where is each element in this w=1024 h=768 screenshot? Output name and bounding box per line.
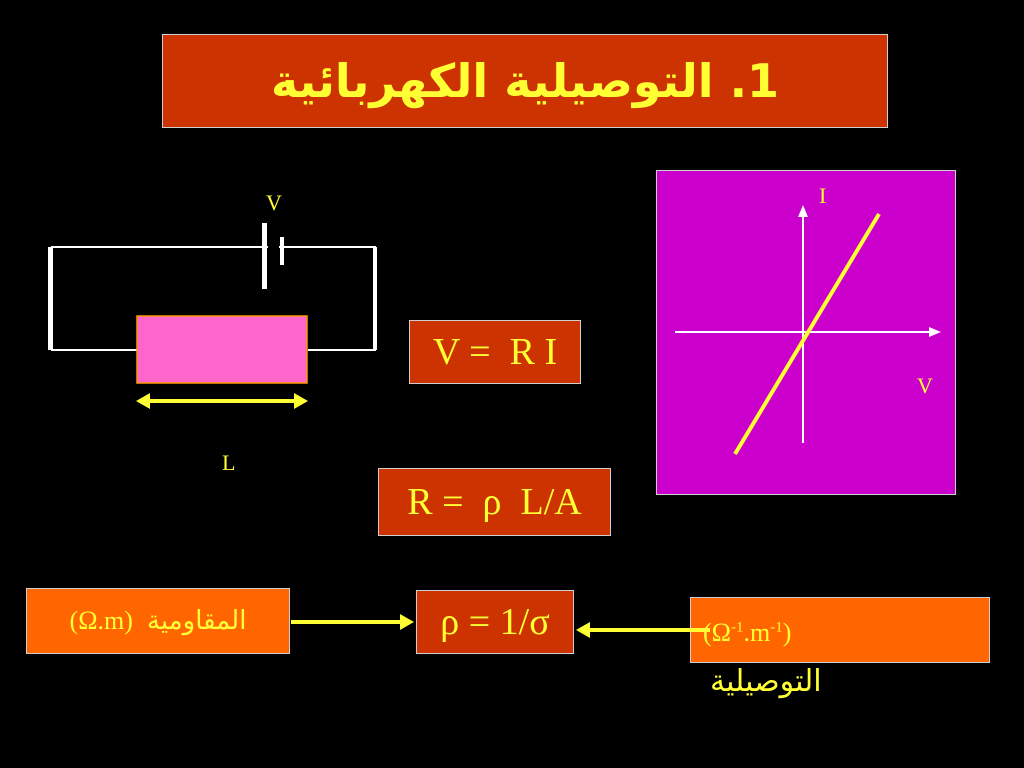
ohm-law-formula: V = R I	[409, 320, 581, 384]
iv-graph-panel: I V	[656, 170, 956, 495]
unit-part: )	[782, 618, 792, 647]
length-arrow-head-right	[294, 393, 308, 409]
unit-exponent: -1	[770, 619, 783, 636]
circuit-diagram	[48, 223, 377, 409]
unit-part: (Ω	[703, 618, 731, 647]
unit-exponent: -1	[730, 619, 744, 636]
wire-white-left	[48, 247, 52, 350]
graph-x-label: V	[917, 373, 933, 398]
unit-part: .m	[743, 618, 771, 647]
length-arrow-head-left	[136, 393, 150, 409]
arrow-head-right	[400, 614, 414, 630]
ohm-law-text: V = R I	[432, 331, 558, 373]
conductivity-box: (Ω-1.m-1)	[690, 597, 990, 663]
voltage-label: V	[266, 190, 282, 215]
resistor	[136, 315, 308, 384]
y-axis-arrowhead	[798, 205, 808, 217]
battery-plate-long	[262, 223, 267, 289]
resistance-text: R = ρ L/A	[407, 481, 582, 523]
relation-formula: ρ = 1/σ	[416, 590, 574, 654]
iv-graph	[675, 205, 941, 456]
wire-cover	[268, 245, 279, 250]
title-box: 1. التوصيلية الكهربائية	[162, 34, 888, 128]
conductivity-unit: (Ω-1.m-1)	[703, 618, 791, 648]
iv-line	[733, 212, 881, 456]
resistance-formula: R = ρ L/A	[378, 468, 611, 536]
battery-plate-short	[280, 237, 284, 265]
resistivity-unit: (Ω.m)	[69, 606, 133, 635]
length-label: L	[222, 450, 236, 475]
x-axis-arrowhead	[929, 327, 941, 337]
arrow-head-left	[576, 622, 590, 638]
wire-white-right	[373, 247, 377, 350]
resistivity-label: المقاومية	[146, 606, 247, 636]
relation-text: ρ = 1/σ	[440, 601, 550, 643]
page-title: 1. التوصيلية الكهربائية	[270, 54, 780, 108]
graph-y-label: I	[819, 183, 827, 208]
resistivity-box: (Ω.m) المقاومية	[26, 588, 290, 654]
conductivity-label: التوصيلية	[710, 664, 822, 699]
